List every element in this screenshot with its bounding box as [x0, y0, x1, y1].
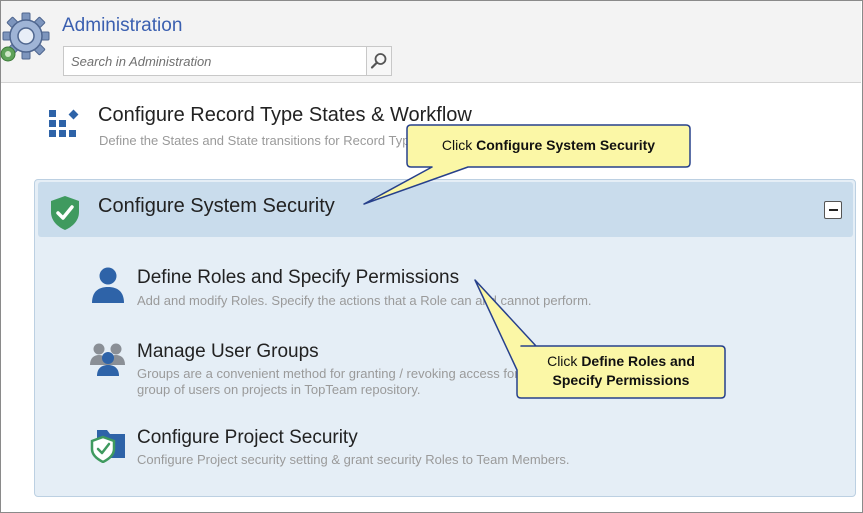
security-section-title[interactable]: Configure System Security — [98, 195, 335, 217]
callout-bold-line2: Specify Permissions — [552, 372, 690, 388]
user-group-icon — [90, 343, 125, 376]
callout-bold: Configure System Security — [476, 137, 656, 153]
workflow-link[interactable]: Configure Record Type States & Workflow — [98, 104, 472, 126]
manage-user-groups-description-line2: group of users on projects in TopTeam re… — [137, 382, 421, 397]
collapse-button[interactable] — [824, 201, 842, 219]
search-field[interactable] — [63, 46, 367, 76]
workflow-description: Define the States and State transitions … — [99, 133, 427, 148]
callout-configure-security-text: Click Configure System Security — [407, 136, 690, 155]
search-icon — [370, 53, 387, 69]
configure-project-security-link[interactable]: Configure Project Security — [137, 427, 358, 448]
callout-define-roles-text: Click Define Roles and Specify Permissio… — [517, 352, 725, 390]
workflow-grid-icon — [49, 109, 79, 137]
gear-icon — [0, 12, 50, 62]
define-roles-link[interactable]: Define Roles and Specify Permissions — [137, 267, 460, 288]
callout-prefix: Click — [547, 353, 582, 369]
manage-user-groups-link[interactable]: Manage User Groups — [137, 341, 319, 362]
user-icon — [92, 267, 124, 303]
define-roles-description: Add and modify Roles. Specify the action… — [137, 293, 592, 308]
manage-user-groups-description-line1: Groups are a convenient method for grant… — [137, 366, 517, 381]
configure-project-security-description: Configure Project security setting & gra… — [137, 452, 570, 467]
callout-prefix: Click — [441, 137, 477, 153]
page-title: Administration — [62, 15, 183, 36]
shield-check-icon — [51, 196, 79, 230]
search-button[interactable] — [366, 46, 392, 76]
search-input[interactable] — [64, 47, 366, 75]
project-shield-icon — [90, 430, 125, 463]
callout-bold-line1: Define Roles and — [581, 353, 695, 369]
